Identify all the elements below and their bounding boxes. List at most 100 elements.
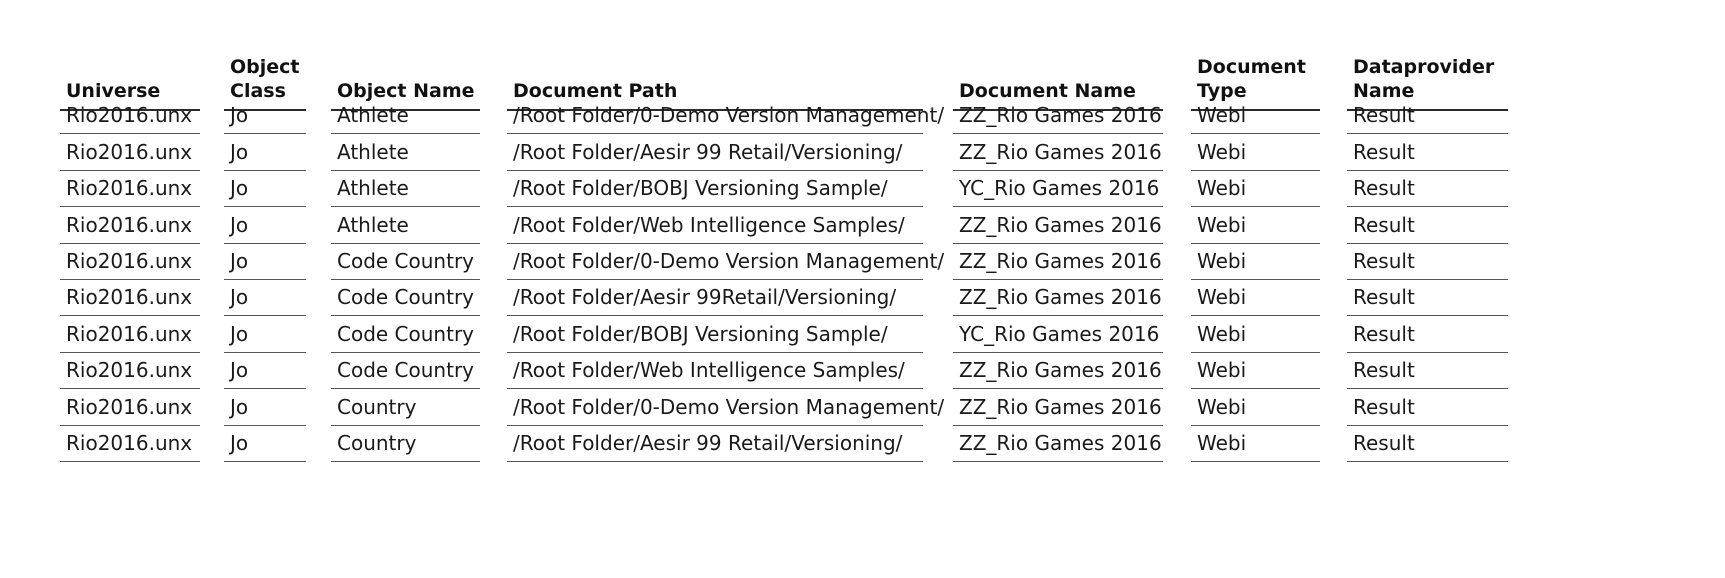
cell-text: Webi (1197, 358, 1247, 383)
cell-text: Rio2016.unx (66, 358, 193, 383)
column-header-document-name: Document Name (953, 40, 1163, 111)
cell-text: Rio2016.unx (66, 285, 193, 310)
table-cell-document-name: ZZ_Rio Games 2016 (953, 280, 1163, 317)
table-cell-dataprovider-name: Result (1347, 316, 1508, 353)
table-cell-document-name: ZZ_Rio Games 2016 (953, 98, 1163, 135)
table-cell-object-name: Code Country (331, 280, 480, 317)
table-cell-object-class: Jo (224, 353, 306, 390)
cell-text: Webi (1197, 285, 1247, 310)
cell-text: Webi (1197, 103, 1247, 128)
cell-text: Jo (230, 212, 249, 237)
table-cell-dataprovider-name: Result (1347, 98, 1508, 135)
cell-text: Jo (230, 176, 249, 201)
table-cell-dataprovider-name: Result (1347, 353, 1508, 390)
cell-text: Rio2016.unx (66, 139, 193, 164)
cell-text: YC_Rio Games 2016 (959, 176, 1160, 201)
cell-text: Result (1353, 285, 1415, 310)
column-header-document-type: Document Type (1191, 40, 1320, 111)
table-cell-document-name: YC_Rio Games 2016 (953, 316, 1163, 353)
column-header-object-name: Object Name (331, 40, 480, 111)
table-cell-document-type: Webi (1191, 98, 1320, 135)
table-cell-universe: Rio2016.unx (60, 426, 200, 462)
table-cell-object-name: Athlete (331, 171, 480, 208)
table-cell-object-class: Jo (224, 244, 306, 280)
table-cell-document-path: /Root Folder/Web Intelligence Samples/ (507, 207, 923, 244)
cell-text: Rio2016.unx (66, 394, 193, 419)
cell-text: Jo (230, 139, 249, 164)
cell-text: /Root Folder/Web Intelligence Samples/ (513, 212, 905, 237)
table-cell-document-type: Webi (1191, 389, 1320, 426)
cell-text: ZZ_Rio Games 2016 (959, 394, 1162, 419)
table-cell-universe: Rio2016.unx (60, 98, 200, 135)
column-header-label: Document Name (959, 80, 1136, 102)
table-cell-dataprovider-name: Result (1347, 244, 1508, 280)
table-cell-document-type: Webi (1191, 353, 1320, 390)
cell-text: Rio2016.unx (66, 176, 193, 201)
cell-text: Code Country (337, 358, 475, 383)
cell-text: /Root Folder/0-Demo Version Management/ (513, 248, 945, 273)
cell-text: Athlete (337, 212, 409, 237)
table-cell-object-name: Code Country (331, 353, 480, 390)
cell-text: Webi (1197, 430, 1247, 455)
table-cell-dataprovider-name: Result (1347, 426, 1508, 462)
cell-text: /Root Folder/Aesir 99Retail/Versioning/ (513, 285, 897, 310)
cell-text: Athlete (337, 176, 409, 201)
cell-text: ZZ_Rio Games 2016 (959, 358, 1162, 383)
table-cell-object-name: Code Country (331, 244, 480, 280)
cell-text: Jo (230, 430, 249, 455)
column-document-path: Document Path/Root Folder/0-Demo Version… (507, 0, 944, 578)
column-header-document-path: Document Path (507, 40, 923, 111)
table-cell-document-type: Webi (1191, 426, 1320, 462)
cell-text: ZZ_Rio Games 2016 (959, 212, 1162, 237)
cell-text: Result (1353, 139, 1415, 164)
table-cell-dataprovider-name: Result (1347, 389, 1508, 426)
cell-text: Result (1353, 176, 1415, 201)
table-cell-document-path: /Root Folder/0-Demo Version Management/ (507, 244, 944, 280)
cell-text: Code Country (337, 285, 475, 310)
table-cell-document-name: ZZ_Rio Games 2016 (953, 426, 1163, 462)
cell-text: Webi (1197, 176, 1247, 201)
table-cell-dataprovider-name: Result (1347, 134, 1508, 171)
table-cell-object-name: Athlete (331, 134, 480, 171)
cell-text: Jo (230, 285, 249, 310)
column-header-label: Document Path (513, 80, 678, 102)
table-cell-document-path: /Root Folder/0-Demo Version Management/ (507, 389, 944, 426)
table-cell-document-path: /Root Folder/0-Demo Version Management/ (507, 98, 944, 135)
table-cell-universe: Rio2016.unx (60, 389, 200, 426)
table-cell-document-path: /Root Folder/Web Intelligence Samples/ (507, 353, 923, 390)
table-cell-document-path: /Root Folder/BOBJ Versioning Sample/ (507, 171, 923, 208)
table-cell-dataprovider-name: Result (1347, 280, 1508, 317)
table-cell-document-name: YC_Rio Games 2016 (953, 171, 1163, 208)
table-cell-document-name: ZZ_Rio Games 2016 (953, 244, 1163, 280)
table-cell-document-name: ZZ_Rio Games 2016 (953, 207, 1163, 244)
table-cell-object-class: Jo (224, 426, 306, 462)
cell-text: Jo (230, 103, 249, 128)
column-header-label: Document Type (1197, 56, 1306, 102)
cell-text: Webi (1197, 321, 1247, 346)
cell-text: Result (1353, 430, 1415, 455)
cell-text: Athlete (337, 103, 409, 128)
table-cell-dataprovider-name: Result (1347, 171, 1508, 208)
cell-text: Webi (1197, 212, 1247, 237)
cell-text: /Root Folder/0-Demo Version Management/ (513, 103, 945, 128)
cell-text: /Root Folder/Aesir 99 Retail/Versioning/ (513, 430, 903, 455)
cell-text: Code Country (337, 248, 475, 273)
column-header-label: Object Name (337, 80, 475, 102)
column-header-object-class: Object Class (224, 40, 306, 111)
cell-text: Code Country (337, 321, 475, 346)
table-cell-document-type: Webi (1191, 171, 1320, 208)
cell-text: Country (337, 430, 417, 455)
table-cell-object-class: Jo (224, 316, 306, 353)
cell-text: Jo (230, 358, 249, 383)
table-cell-dataprovider-name: Result (1347, 207, 1508, 244)
cell-text: /Root Folder/0-Demo Version Management/ (513, 394, 945, 419)
cell-text: Result (1353, 212, 1415, 237)
cell-text: Rio2016.unx (66, 212, 193, 237)
column-header-dataprovider-name: Dataprovider Name (1347, 40, 1508, 111)
table-cell-document-path: /Root Folder/Aesir 99Retail/Versioning/ (507, 280, 923, 317)
table-cell-universe: Rio2016.unx (60, 244, 200, 280)
cell-text: Rio2016.unx (66, 248, 193, 273)
